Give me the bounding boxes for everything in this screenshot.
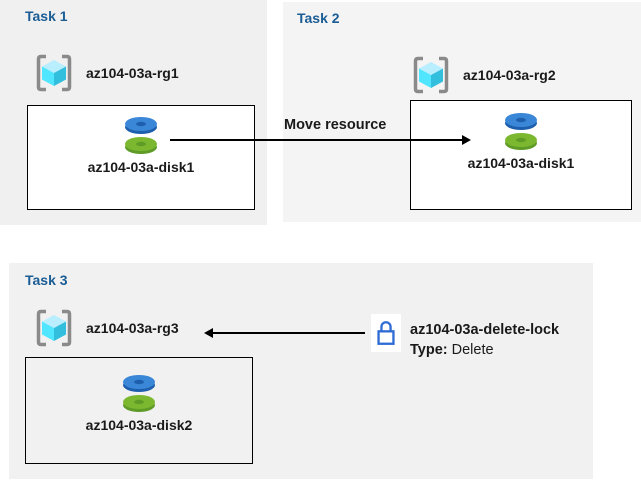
task1-disk-box: az104-03a-disk1 [27,105,255,210]
disk-icon [505,113,537,150]
task2-title: Task 2 [297,10,340,26]
arrow-left-icon [204,328,213,338]
delete-lock-type: Type: Delete [410,340,559,360]
disk-icon [123,375,155,412]
task1-title: Task 1 [25,8,68,24]
move-resource-arrow-line [170,139,462,141]
task3-resource-group: az104-03a-rg3 [33,308,179,348]
task2-disk-label: az104-03a-disk1 [467,155,575,171]
delete-lock-badge [371,314,401,352]
task1-disk-label: az104-03a-disk1 [87,159,195,175]
task3-title: Task 3 [25,272,68,288]
task3-disk-label: az104-03a-disk2 [85,417,193,433]
task1-resource-group: az104-03a-rg1 [33,53,179,93]
resource-group-icon [36,309,72,347]
task3-disk-box: az104-03a-disk2 [25,357,253,464]
delete-lock-text: az104-03a-delete-lock Type: Delete [410,320,559,360]
arrow-right-icon [462,135,471,145]
task3-panel: Task 3 az104-03a-rg3 az104-03a-disk2 [9,263,593,479]
task2-panel: Task 2 az104-03a-rg2 az104-03a-disk1 [283,2,641,222]
task2-disk-box: az104-03a-disk1 [410,100,632,210]
task1-resource-group-label: az104-03a-rg1 [86,65,179,81]
move-resource-label: Move resource [284,117,387,133]
delete-lock-type-label: Type: [410,342,448,358]
task1-panel: Task 1 az104-03a-rg1 az104-03a-disk1 [0,0,267,225]
task2-resource-group-label: az104-03a-rg2 [463,67,556,83]
delete-lock-name: az104-03a-delete-lock [410,322,560,338]
resource-group-icon [36,54,72,92]
disk-icon [125,117,157,154]
delete-lock-type-value: Delete [451,342,494,358]
resource-group-icon [413,56,449,94]
delete-lock-arrow-line [213,332,365,334]
task2-resource-group: az104-03a-rg2 [410,55,556,95]
task3-resource-group-label: az104-03a-rg3 [86,320,179,336]
lock-icon [377,321,395,345]
